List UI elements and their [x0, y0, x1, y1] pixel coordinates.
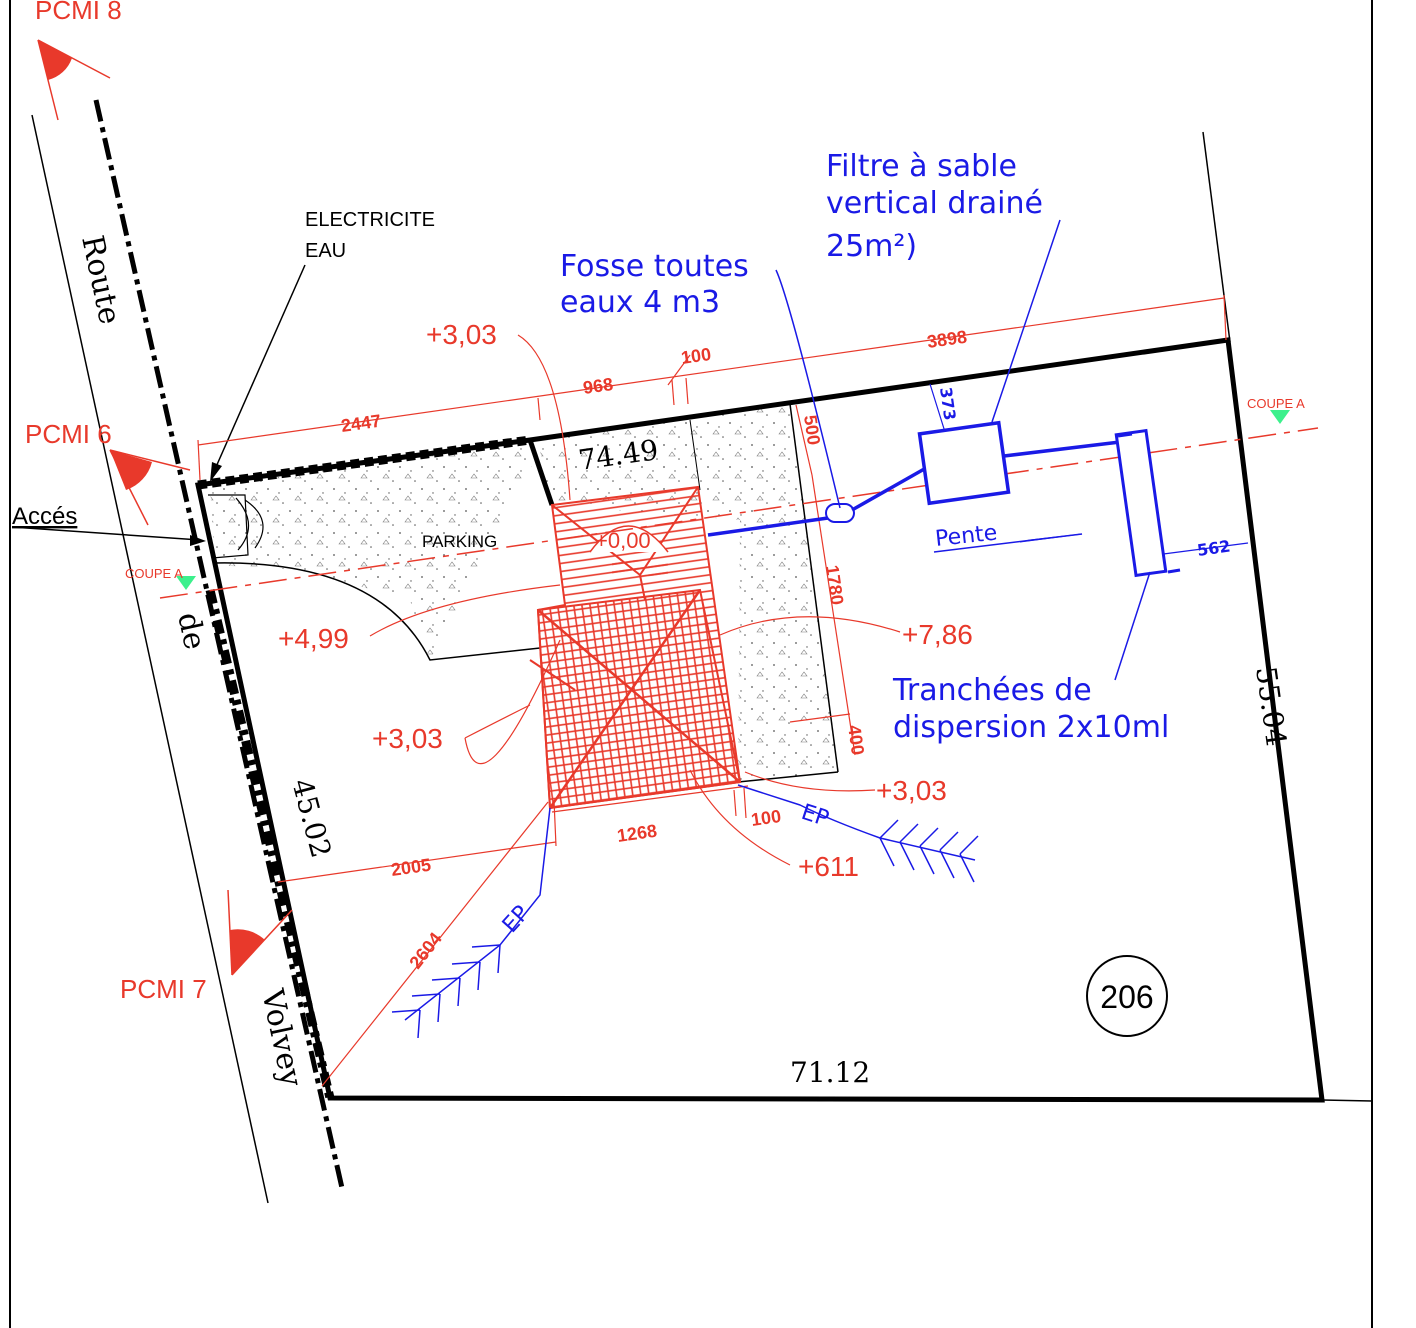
section-marker-right-icon [1270, 410, 1290, 424]
parcel-wall-west [205, 588, 335, 1100]
fosse-label-line2: eaux 4 m3 [560, 285, 720, 320]
dim-2604: 2604 [405, 929, 445, 973]
level-zero-label: +0,00 [595, 528, 651, 553]
dim-1268: 1268 [616, 821, 658, 846]
dispersion-trench-icon [1114, 428, 1168, 578]
parking-edge-south [737, 771, 839, 783]
level-leaders [369, 334, 901, 866]
pcmi-7-arrow-icon [230, 929, 265, 975]
level-303-left: +3,03 [372, 723, 443, 754]
boundary-south-length: 71.12 [790, 1056, 870, 1089]
parking-surface [210, 404, 838, 782]
sand-filter-icon [917, 420, 1011, 506]
road-name-volvey: Volvey [254, 985, 309, 1089]
dim-968: 968 [582, 374, 615, 398]
parking-label: PARKING [422, 532, 497, 551]
ep-drain-right [737, 784, 979, 883]
dim-100-bottom: 100 [750, 806, 783, 830]
parking-edge-east [789, 403, 839, 773]
pcmi-8-label: PCMI 8 [35, 0, 122, 25]
acces-label: Accés [12, 503, 77, 530]
dim-1780: 1780 [822, 564, 847, 606]
filtre-label-line1: Filtre à sable [826, 149, 1017, 184]
sanitation-network [707, 420, 1181, 578]
acces-leader [11, 526, 201, 541]
ep-label-right: EP [798, 800, 832, 832]
house-roof [529, 485, 742, 810]
section-label-left: COUPE A [125, 566, 183, 581]
dim-562: 562 [1196, 536, 1232, 559]
gate-symbol [208, 494, 264, 559]
parcel-number-circle [1086, 955, 1168, 1037]
neighbour-line-east [1321, 1099, 1373, 1102]
boundary-west-length: 45.02 [285, 775, 338, 861]
tranchees-label-line1: Tranchées de [892, 673, 1092, 708]
parking-edge-wall [527, 439, 555, 506]
pcmi-6-marker: PCMI 6 [25, 419, 191, 526]
electricite-label: ELECTRICITE [305, 209, 435, 231]
parking-curve [214, 562, 541, 661]
parking-edge-mid [689, 419, 701, 491]
section-marker-left-icon [176, 576, 196, 590]
road-name-route: Route [74, 232, 127, 327]
section-label-right: COUPE A [1247, 396, 1305, 411]
pente-label: Pente [934, 521, 998, 552]
fosse-label-line1: Fosse toutes [560, 249, 749, 284]
dim-3898: 3898 [926, 327, 968, 352]
neighbour-line-north [1202, 131, 1231, 343]
acces-arrow-icon [190, 535, 206, 546]
filtre-label-line3: 25m²) [826, 229, 917, 264]
pcmi-7-marker: PCMI 7 [120, 889, 293, 1004]
pcmi-8-marker: PCMI 8 [35, 0, 122, 121]
pcmi-6-label: PCMI 6 [25, 419, 112, 449]
level-303-right: +3,03 [876, 775, 947, 806]
parcel-number: 206 [1100, 979, 1153, 1015]
road-edge-line [31, 114, 269, 1204]
dim-2447: 2447 [340, 411, 382, 436]
road-name-de: de [170, 609, 212, 652]
pente-arrow-icon [1019, 533, 1083, 543]
dim-2005: 2005 [390, 855, 432, 880]
sanitation-leaders [775, 219, 1151, 681]
dimension-lines [197, 294, 1249, 1087]
boundary-east-length: 55.04 [1249, 664, 1293, 748]
dim-100-top: 100 [680, 344, 713, 368]
tranchees-label-line2: dispersion 2x10ml [893, 710, 1169, 745]
dim-400: 400 [844, 724, 868, 757]
parcel-boundary [194, 337, 1325, 1103]
level-499: +4,99 [278, 623, 349, 654]
level-786: +7,86 [902, 619, 973, 650]
dim-373: 373 [936, 386, 959, 422]
pcmi-7-label: PCMI 7 [120, 974, 207, 1004]
level-611: +611 [798, 851, 859, 882]
eau-label: EAU [305, 240, 346, 262]
electricite-leader [211, 264, 306, 477]
ep-drain-left [391, 807, 551, 1039]
pcmi-6-arrow-icon [110, 450, 152, 490]
ep-label-left: EP [498, 901, 535, 938]
septic-tank-icon [825, 503, 855, 523]
filtre-label-line2: vertical drainé [826, 186, 1043, 221]
dim-500: 500 [800, 414, 824, 447]
level-303-top: +3,03 [426, 319, 497, 350]
electricite-arrow-icon [210, 462, 222, 482]
pcmi-8-arrow-icon [38, 40, 72, 80]
